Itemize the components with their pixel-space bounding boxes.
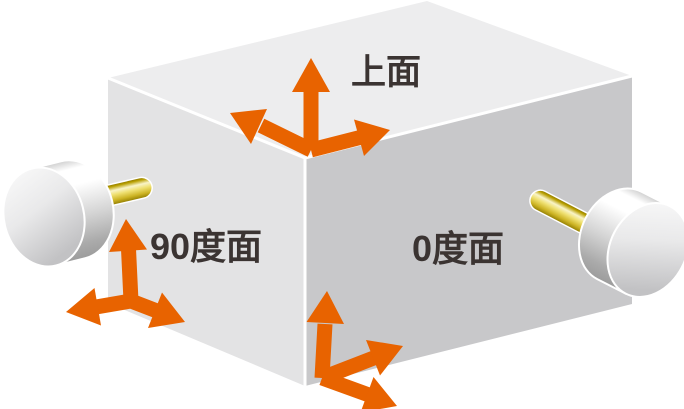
top-axes-up-arrowhead-icon <box>292 58 330 92</box>
front-axes-shafts <box>314 323 378 403</box>
right-probe-icon <box>529 187 684 298</box>
box-edge-highlight <box>107 74 633 386</box>
left-axes-shafts <box>94 248 160 319</box>
left-axes-out-arrowhead-icon <box>66 288 101 326</box>
left-face-label: 90度面 <box>150 226 262 267</box>
top-axes-shafts <box>257 92 362 158</box>
top-axes-right-arrowhead-icon <box>354 119 390 156</box>
left-axes-along-arrowhead-icon <box>148 292 185 328</box>
right-spindle-face <box>606 202 684 298</box>
left-spindle-face <box>2 166 86 268</box>
left-axes-up-arrowhead-icon <box>109 219 147 252</box>
front-face-axes-icon <box>306 291 403 409</box>
left-face-axes-icon <box>66 219 185 328</box>
top-face-axes-icon <box>230 58 390 158</box>
top-axes-left-arrowhead-icon <box>230 109 267 144</box>
right-face-label: 0度面 <box>412 228 504 269</box>
left-probe-icon <box>2 159 153 268</box>
box-right-face-0deg <box>305 76 632 386</box>
front-axes-out-arrowhead-icon <box>361 377 397 409</box>
front-axes-up-arrowhead-icon <box>306 291 344 324</box>
front-axes-along-arrowhead-icon <box>366 340 403 376</box>
top-face-label: 上面 <box>351 53 421 92</box>
